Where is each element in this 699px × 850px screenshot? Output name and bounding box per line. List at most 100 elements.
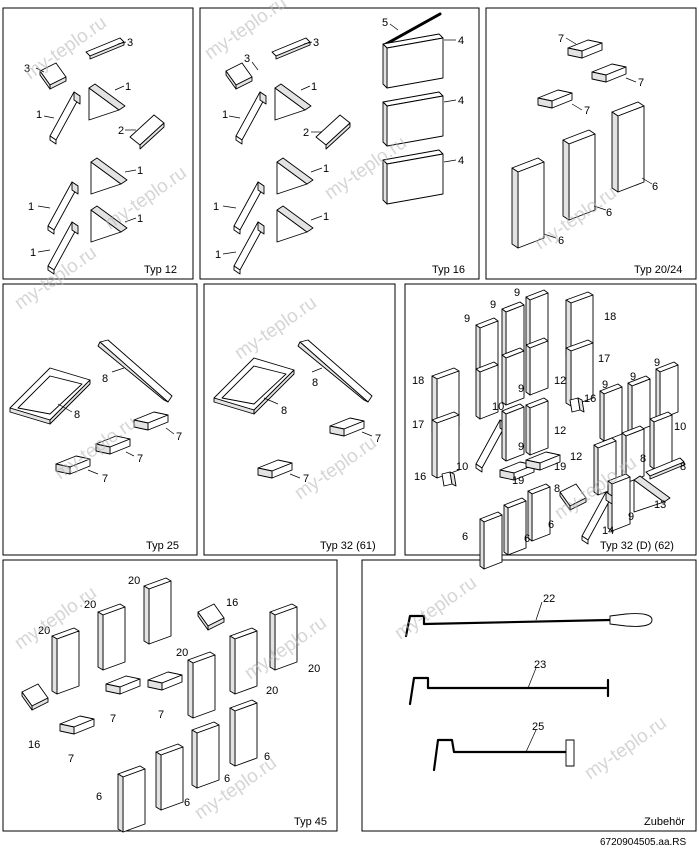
part-7-brick [567,39,603,59]
label-part-2: 2 [118,125,124,137]
part-9-slab-f [599,383,623,442]
panel-frame-typ25 [2,283,198,556]
part-20-slab-b [97,603,126,671]
label-part-16: 16 [226,597,238,609]
label-part-12: 12 [554,425,566,437]
label-part-19: 19 [554,461,566,473]
part-16-block [197,603,225,631]
panel-frame-typ12 [2,7,194,280]
panel-caption-typ12: Typ 12 [144,264,177,276]
label-part-23: 23 [534,659,546,671]
part-1-wedge [49,91,81,145]
part-16-chip-b [441,471,457,487]
panel-caption-typ16: Typ 16 [432,264,465,276]
label-part-1: 1 [323,211,329,223]
panel-caption-typ25: Typ 25 [146,540,179,552]
label-part-7: 7 [375,433,381,445]
part-12-slab-b [525,397,549,456]
label-part-9: 9 [628,511,634,523]
panel-caption-typ32d: Typ 32 (D) (62) [600,540,674,552]
label-part-1: 1 [36,109,42,121]
label-part-12: 12 [570,451,582,463]
part-6-slab-c [611,101,645,193]
part-7-brick [329,417,365,437]
panel-frame-typ45 [2,559,338,832]
label-part-1: 1 [137,213,143,225]
part-20-slab-c [143,577,172,645]
tool-23-hook [408,676,610,706]
part-1-triangle-c [276,205,314,243]
label-part-20: 20 [84,599,96,611]
label-part-8: 8 [554,483,560,495]
label-part-19: 19 [512,475,524,487]
label-part-10: 10 [456,461,468,473]
label-part-9: 9 [518,441,524,453]
label-part-7: 7 [158,709,164,721]
label-part-7: 7 [558,33,564,45]
label-part-3: 3 [313,37,319,49]
part-6-slab-b [503,497,527,556]
part-4-panel [382,33,444,89]
part-7-brick-c [59,715,95,735]
label-part-2: 2 [303,127,309,139]
panel-typ2024: 7 7 7 6 6 6 Typ 20/24 [511,33,682,276]
part-10-wedge [475,419,507,473]
label-part-10: 10 [674,421,686,433]
part-10-slab-b [649,411,673,470]
label-part-6: 6 [558,235,564,247]
label-part-1: 1 [137,165,143,177]
label-part-1: 1 [215,249,221,261]
panel-typ45: 20 20 20 16 20 20 20 16 7 7 7 6 6 6 6 Ty… [21,575,327,833]
label-part-6: 6 [524,533,530,545]
label-part-1: 1 [311,81,317,93]
part-20-slab-d [187,651,216,719]
tool-25-scraper [432,738,575,772]
label-part-4: 4 [458,35,464,47]
label-part-9: 9 [464,313,470,325]
part-9-slab-g [627,375,651,434]
label-part-6: 6 [606,207,612,219]
label-part-1: 1 [125,81,131,93]
part-1-triangle-b [276,157,314,195]
part-7-brick-b [257,459,293,479]
label-part-7: 7 [102,473,108,485]
label-part-6: 6 [652,181,658,193]
panel-frame-typ32 [203,283,396,556]
label-part-4: 4 [458,95,464,107]
label-part-8: 8 [640,453,646,465]
label-part-16: 16 [28,739,40,751]
part-7-brick-b [147,671,183,691]
label-part-8: 8 [102,373,108,385]
label-part-22: 22 [543,593,555,605]
label-part-25: 25 [532,721,544,733]
panel-frame-zubehor [361,559,697,832]
label-part-5: 5 [382,17,388,29]
part-20-slab [51,627,80,695]
label-part-1: 1 [222,109,228,121]
label-part-6: 6 [548,519,554,531]
label-part-7: 7 [110,713,116,725]
watermark: my-teplo.ru [581,712,671,784]
label-part-20: 20 [176,647,188,659]
label-part-16: 16 [414,471,426,483]
label-part-8: 8 [281,405,287,417]
label-part-7: 7 [176,431,182,443]
label-part-6: 6 [96,791,102,803]
label-part-20: 20 [128,575,140,587]
document-code: 6720904505.aa.RS [600,837,687,848]
label-part-1: 1 [30,247,36,259]
panel-frame-typ32d [404,283,697,556]
part-1-wedge [235,91,267,145]
panel-caption-zubehor: Zubehör [644,816,685,828]
panel-caption-typ32: Typ 32 (61) [320,540,376,552]
label-part-18: 18 [604,311,616,323]
label-part-7: 7 [584,105,590,117]
label-part-9: 9 [630,371,636,383]
label-part-3: 3 [244,53,250,65]
part-6-slab-b [155,743,184,811]
part-6-slab-c [527,483,551,542]
label-part-9: 9 [602,379,608,391]
part-3-tile [225,62,253,90]
label-part-1: 1 [323,163,329,175]
